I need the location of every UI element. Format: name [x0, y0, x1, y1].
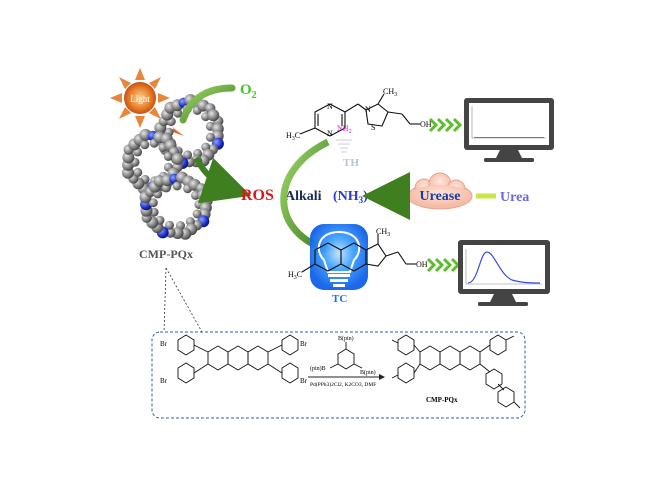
th-n1-label: N [327, 102, 333, 111]
th-label: TH [343, 157, 359, 169]
light-label: Light [130, 94, 150, 104]
cmp-pqx-structure-icon [122, 94, 224, 240]
carbon-atom [205, 132, 215, 142]
synthesis-box [151, 331, 526, 419]
carbon-atom [183, 150, 193, 160]
br-label-3: Br [300, 340, 308, 348]
carbon-atom [133, 167, 143, 177]
tc-molecule [301, 234, 416, 273]
th-ch3-label: CH3 [383, 87, 397, 98]
pinb-label: (pin)B [310, 365, 326, 372]
tc-oh-label: OH [416, 260, 428, 269]
th-nh2-label: NH2 [337, 124, 352, 135]
monitor-bottom-icon [458, 240, 550, 306]
carbon-atom [197, 189, 210, 202]
tc-label: TC [332, 293, 347, 305]
nh3-label: (NH3) [333, 189, 368, 205]
o2-label: O2 [240, 82, 257, 101]
urease-cloud [407, 172, 473, 210]
tc-glow-bulb [310, 224, 368, 290]
th-oh-label: OH [420, 120, 432, 129]
th-s-label: S [371, 123, 375, 132]
o2-arrow [179, 84, 236, 124]
th-n2-label: N [327, 129, 333, 138]
carbon-atom [122, 151, 135, 164]
light-sun-icon [110, 68, 170, 128]
reagent-structure [329, 342, 363, 370]
alkali-label: Alkali [285, 189, 322, 204]
carbon-atom [192, 209, 202, 219]
carbon-atom [140, 140, 150, 150]
ring-to-ros-arrow [193, 156, 252, 204]
th-to-tc-arrow [280, 138, 330, 252]
carbon-atom [165, 220, 174, 230]
br-label-4: Br [300, 377, 308, 385]
ros-label: ROS [241, 187, 274, 204]
br-label-1: Br [160, 340, 168, 348]
th-molecule [299, 93, 420, 153]
carbon-atom [148, 198, 158, 208]
chevrons-top [428, 117, 463, 133]
th-h3c-label: H3C [286, 131, 300, 142]
carbon-atom [207, 109, 220, 122]
product-label: CMP-PQx [426, 396, 458, 404]
tc-h3c-label: H3C [288, 270, 302, 281]
monomer-structure [177, 334, 299, 384]
cmp-pqx-label: CMP-PQx [139, 247, 193, 261]
carbon-atom [172, 181, 182, 191]
urease-label: Urease [420, 189, 461, 204]
chevrons-bottom [426, 257, 461, 273]
zoom-line-left [163, 267, 167, 333]
carbon-atom [163, 151, 173, 161]
urea-label: Urea [500, 190, 529, 205]
th-n3-label: N [365, 105, 371, 114]
br-label-2: Br [160, 377, 168, 385]
zoom-line-right [165, 267, 203, 333]
bpin-label-top: B(pin) [338, 335, 354, 342]
monitor-top-icon [464, 98, 554, 162]
product-structure [391, 334, 521, 409]
bpin-label-right: B(pin) [360, 369, 376, 376]
reaction-conditions: Pd(PPh3)2Cl2, K2CO3, DMF [310, 381, 376, 388]
carbon-atom [171, 152, 184, 165]
tc-ch3-label: CH3 [376, 227, 390, 238]
